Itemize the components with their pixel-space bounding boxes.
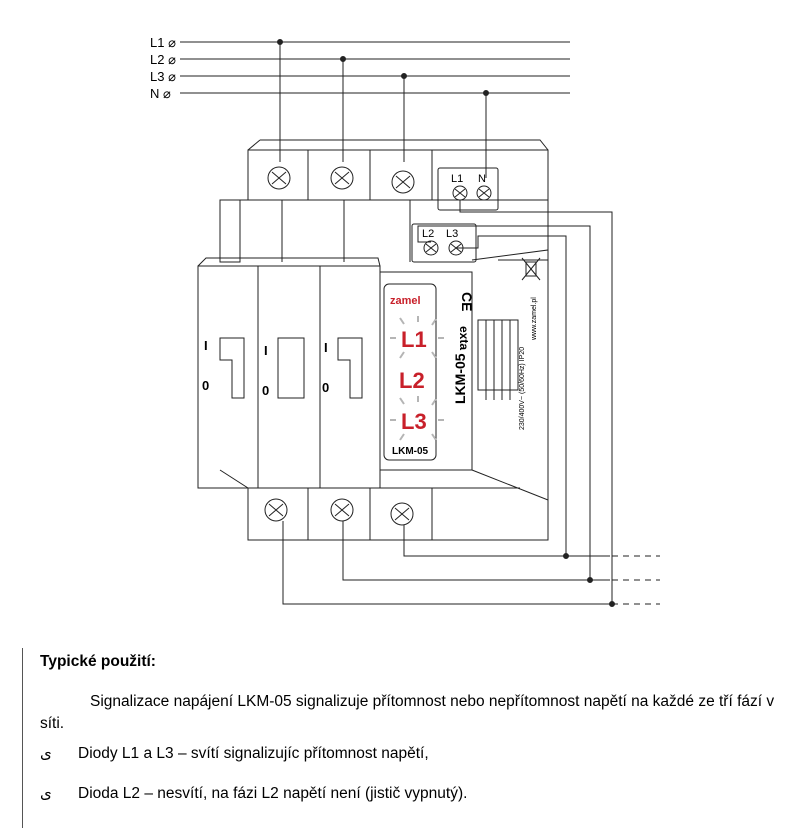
- side-url: www.zamel.pl: [531, 297, 538, 341]
- switch-off-mark-1: 0: [202, 378, 209, 393]
- bus-labels: L1 ⌀ L2 ⌀ L3 ⌀ N ⌀: [150, 35, 176, 101]
- switch-on-mark-1: I: [204, 338, 208, 353]
- led-l2: L2: [399, 368, 425, 393]
- terminal-label-l1: L1: [451, 173, 463, 185]
- side-model: LKM-05: [452, 353, 468, 404]
- switch-off-mark-3: 0: [322, 380, 329, 395]
- terminal-label-n: N: [478, 173, 486, 185]
- bus-lines: [180, 41, 570, 94]
- paragraph-text: Signalizace napájení LKM-05 signalizuje …: [40, 693, 775, 732]
- switch-marks: I 0 I 0 I 0: [202, 338, 329, 398]
- ce-mark: CE: [459, 292, 475, 311]
- bullet-mark: ی: [40, 784, 52, 802]
- section-heading: Typické použití:: [40, 653, 156, 670]
- switch-off-mark-2: 0: [262, 383, 269, 398]
- model-label: LKM-05: [392, 446, 429, 457]
- top-screws: [267, 166, 415, 194]
- bus-label-l1: L1 ⌀: [150, 35, 176, 50]
- module-terminal-l1-n: L1 N: [437, 167, 499, 211]
- switch-on-mark-2: I: [264, 343, 268, 358]
- brand-logo: zamel: [390, 295, 421, 307]
- bus-label-l3: L3 ⌀: [150, 69, 176, 84]
- terminal-label-l2: L2: [422, 228, 434, 240]
- list-item: ی Diody L1 a L3 – svítí signalizujíc přít…: [40, 744, 429, 763]
- bullet-mark: ی: [40, 744, 52, 762]
- waste-bin-icon: [521, 257, 541, 281]
- led-l1: L1: [401, 327, 427, 352]
- circuit-breakers: [197, 257, 381, 489]
- output-wires: [282, 200, 660, 607]
- indicator-module: [379, 249, 549, 501]
- top-terminal-block: [247, 139, 549, 201]
- bus-label-l2: L2 ⌀: [150, 52, 176, 67]
- bus-label-n: N ⌀: [150, 86, 171, 101]
- mid-housing: [219, 199, 549, 263]
- module-terminal-l2-l3: L2 L3: [411, 223, 477, 263]
- description-paragraph: Signalizace napájení LKM-05 signalizuje …: [40, 691, 780, 735]
- list-item-text: Dioda L2 – nesvítí, na fázi L2 napětí ne…: [78, 785, 468, 802]
- led-l1-glow: [390, 316, 444, 359]
- schematic-symbol: [477, 319, 519, 400]
- led-l3: L3: [401, 409, 427, 434]
- bottom-terminal-block: [219, 469, 549, 541]
- switch-on-mark-3: I: [324, 340, 328, 355]
- terminal-label-l3: L3: [446, 228, 458, 240]
- drop-wires: [277, 39, 489, 178]
- side-voltage: 230/400V~ (50/60Hz) IP20: [519, 347, 526, 430]
- list-item: ی Dioda L2 – nesvítí, na fázi L2 napětí n…: [40, 784, 467, 803]
- left-margin-rule: [22, 648, 23, 828]
- led-l3-glow: [390, 396, 444, 441]
- list-item-text: Diody L1 a L3 – svítí signalizujíc příto…: [78, 745, 429, 762]
- side-brand: exta: [457, 326, 471, 350]
- wiring-diagram: L1 ⌀ L2 ⌀ L3 ⌀ N ⌀: [150, 35, 660, 607]
